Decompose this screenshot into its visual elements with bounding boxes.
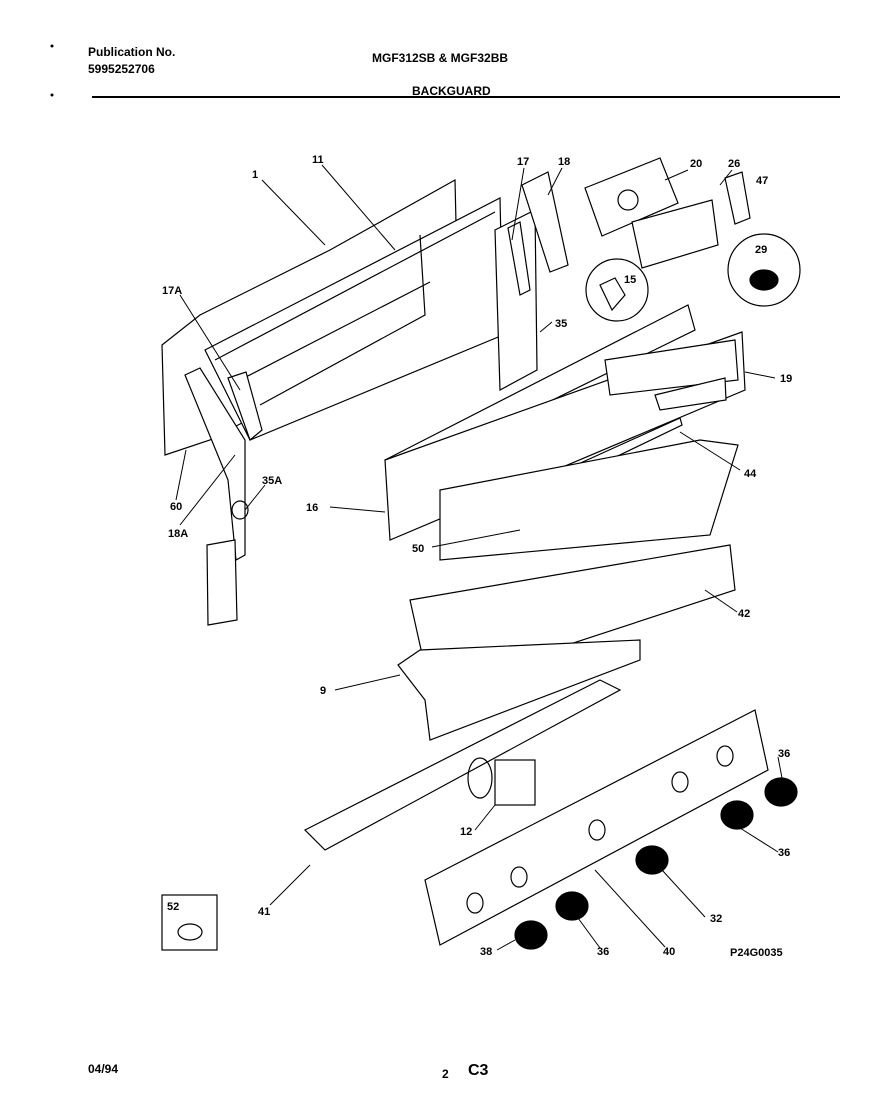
callout-60: 60 — [170, 501, 182, 513]
callout-19: 19 — [780, 373, 792, 385]
side-bracket-part — [494, 209, 538, 391]
panel-9-part — [397, 639, 641, 741]
callout-36: 36 — [778, 748, 790, 760]
figure-code: P24G0035 — [730, 947, 783, 959]
publication-number: 5995252706 — [88, 62, 155, 76]
publication-label: Publication No. — [88, 45, 176, 59]
callout-50: 50 — [412, 543, 424, 555]
callout-44: 44 — [744, 468, 757, 480]
callout-36: 36 — [597, 946, 609, 958]
callout-38: 38 — [480, 946, 492, 958]
panel-50-part — [439, 439, 739, 561]
page-number: 2 — [442, 1067, 449, 1081]
rail-41-part — [303, 679, 622, 851]
clock-overlay-part — [631, 199, 719, 269]
callout-18a: 18A — [168, 528, 188, 540]
callout-12: 12 — [460, 826, 472, 838]
callout-35: 35 — [555, 318, 567, 330]
callout-17: 17 — [517, 156, 529, 168]
callout-11: 11 — [312, 154, 324, 166]
callout-36: 36 — [778, 847, 790, 859]
callout-35a: 35A — [262, 475, 282, 487]
callout-29: 29 — [755, 244, 767, 256]
callout-47: 47 — [756, 175, 768, 187]
callout-1: 1 — [252, 169, 258, 181]
punch-mark — [50, 44, 54, 48]
callout-40: 40 — [663, 946, 675, 958]
clock-timer-part — [584, 157, 679, 237]
callout-15: 15 — [624, 274, 636, 286]
callout-18: 18 — [558, 156, 570, 168]
callout-9: 9 — [320, 685, 326, 697]
callout-20: 20 — [690, 158, 702, 170]
bracket-18-part — [521, 171, 569, 273]
punch-mark — [50, 93, 54, 97]
callout-52: 52 — [167, 901, 179, 913]
part-52-box — [161, 894, 218, 951]
page-code: C3 — [468, 1062, 489, 1079]
switch-12-part — [467, 757, 536, 806]
front-manifold-panel-part — [424, 709, 769, 946]
callout-41: 41 — [258, 906, 270, 918]
section-title: BACKGUARD — [412, 84, 491, 98]
leader-lines — [175, 164, 783, 951]
bracket-17a-part — [184, 367, 263, 626]
clip-15-detail — [585, 258, 649, 322]
bracket-47-part — [724, 171, 751, 225]
callout-26: 26 — [728, 158, 740, 170]
knob-29-detail — [727, 233, 801, 307]
callout-42: 42 — [738, 608, 750, 620]
callout-32: 32 — [710, 913, 722, 925]
callout-labels: 1 11 17 18 20 26 47 17A 29 15 35 19 35A … — [162, 154, 792, 959]
model-numbers: MGF312SB & MGF32BB — [372, 51, 509, 65]
callout-16: 16 — [306, 502, 318, 514]
control-knobs — [514, 777, 798, 950]
callout-17a: 17A — [162, 285, 182, 297]
revision-date: 04/94 — [88, 1062, 119, 1076]
